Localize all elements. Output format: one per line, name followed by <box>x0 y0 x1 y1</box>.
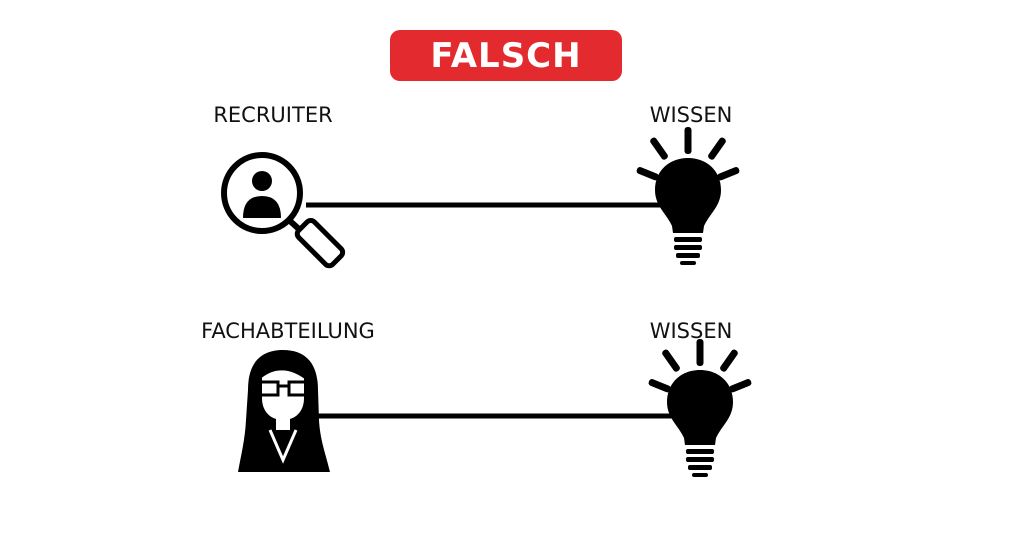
lightbulb-icon <box>648 339 752 477</box>
recruiter-label: RECRUITER <box>213 103 333 127</box>
fachabteilung-label: FACHABTEILUNG <box>201 319 375 343</box>
falsch-badge: FALSCH <box>390 30 622 81</box>
wissen-label-bottom: WISSEN <box>649 319 733 343</box>
lightbulb-icon <box>636 127 740 265</box>
recruiter-magnifier-icon <box>221 152 346 269</box>
woman-with-glasses-icon <box>238 350 330 472</box>
wissen-label-top: WISSEN <box>649 103 733 127</box>
